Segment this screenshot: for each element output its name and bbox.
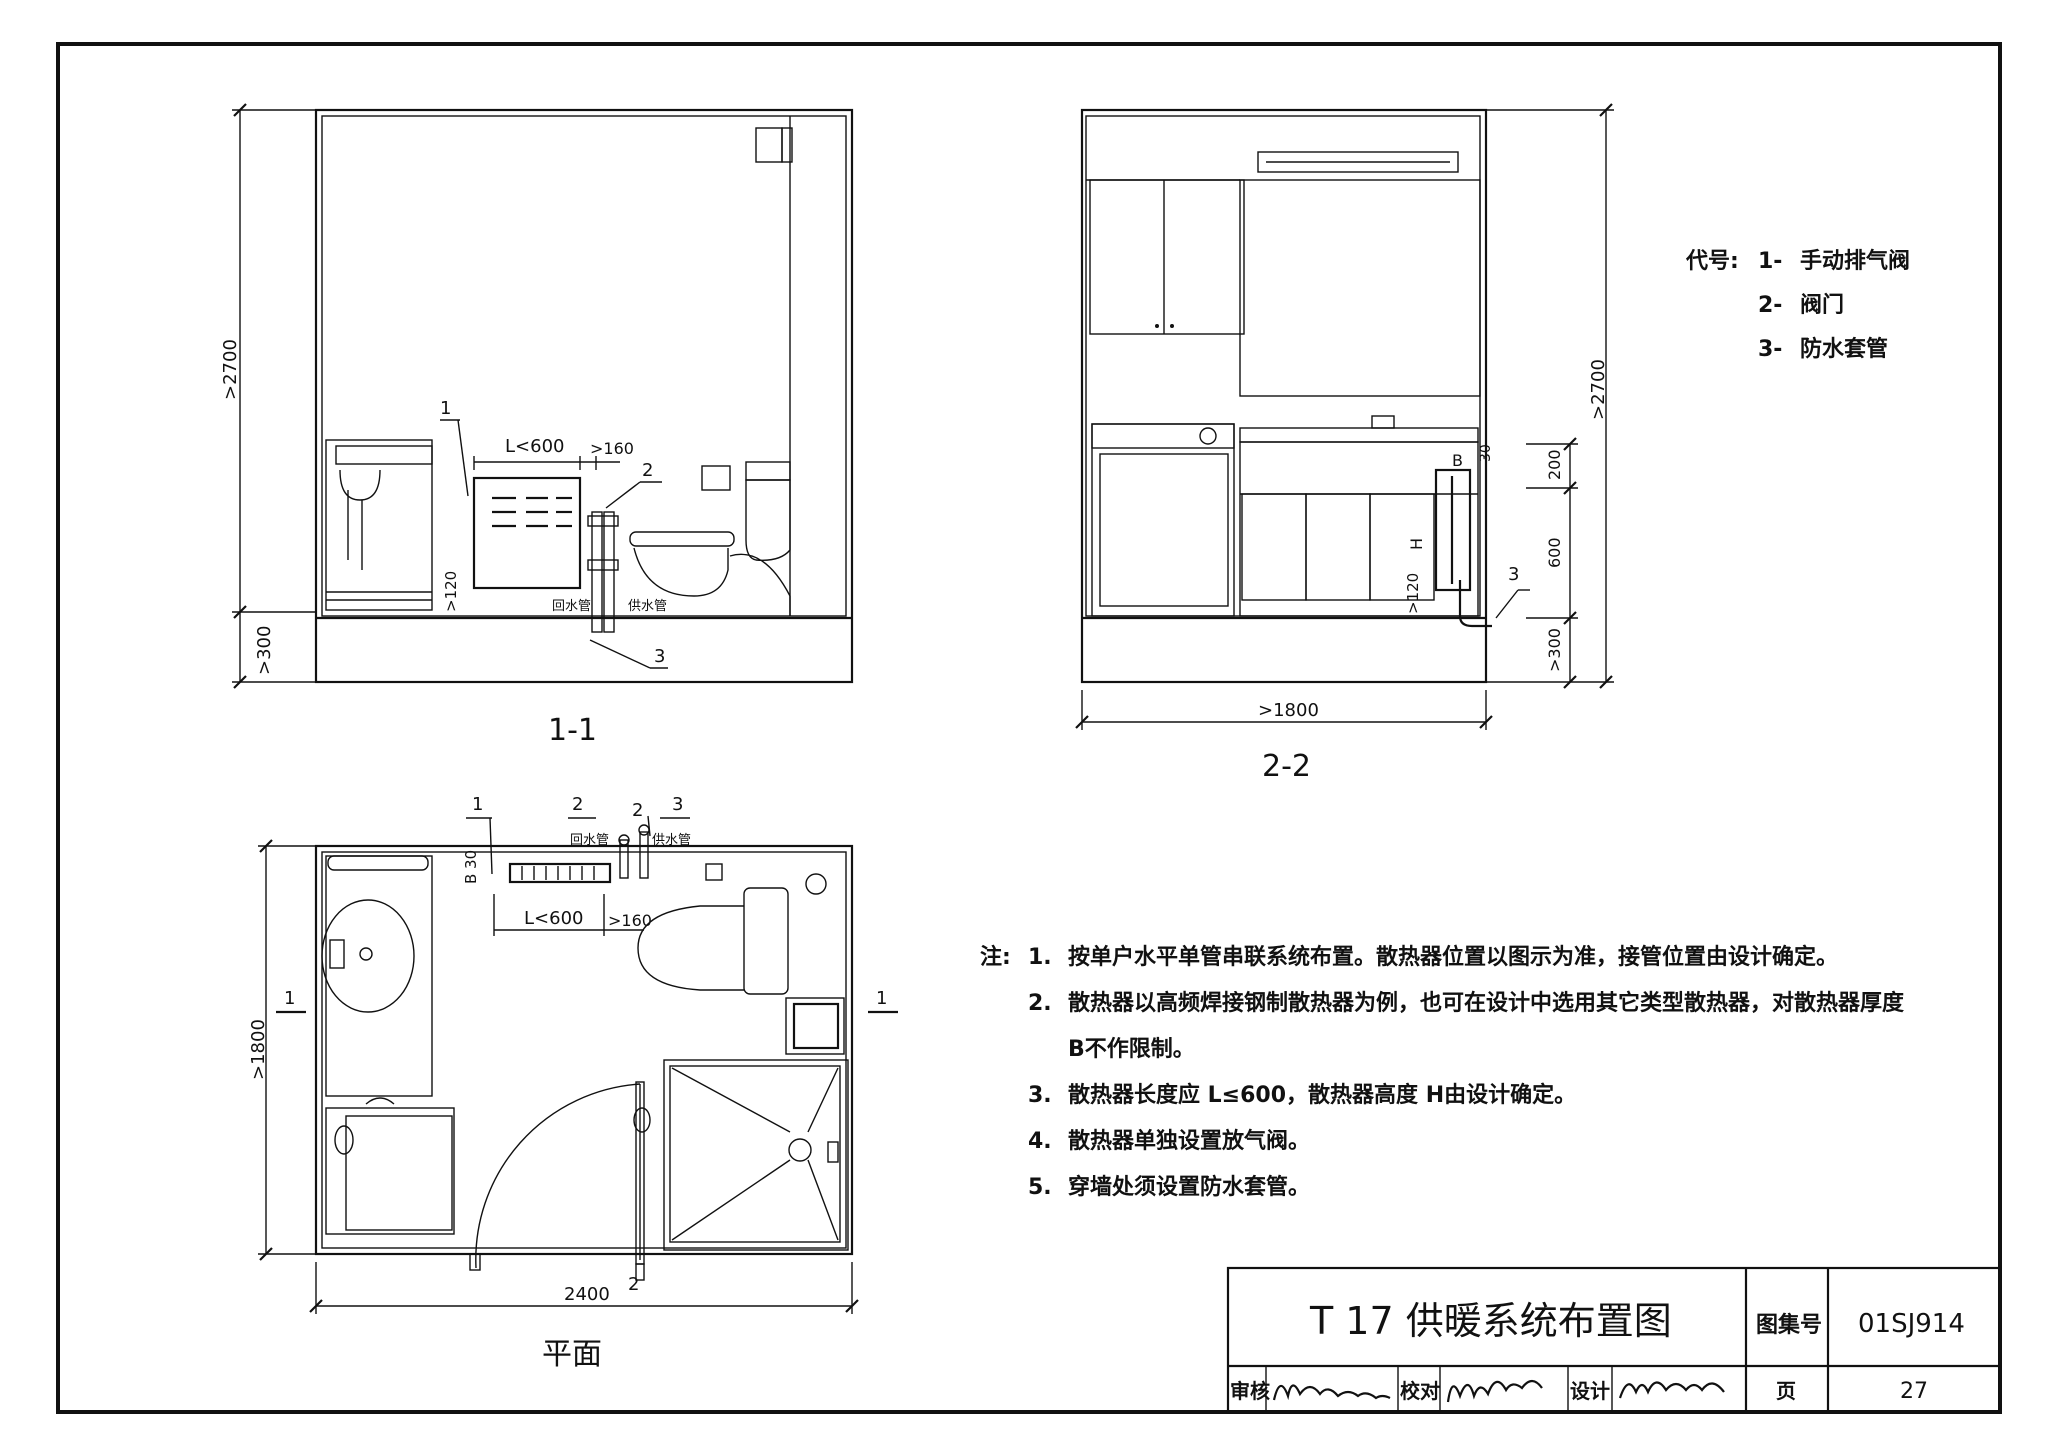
- section-1-1: >2700 >300 L<600 >160 3: [220, 103, 854, 748]
- legend-item-1-name: 手动排气阀: [1800, 248, 1910, 274]
- tag1-1-1: 1: [440, 398, 451, 419]
- pipe-return-1-1: 回水管: [552, 599, 591, 614]
- legend-item-3-name: 防水套管: [1800, 336, 1888, 362]
- legend-item-1-num: 1-: [1758, 249, 1782, 274]
- legend-heading: 代号:: [1685, 249, 1739, 274]
- tag2b-plan: 2: [632, 800, 643, 821]
- notes: 注: 1. 按单户水平单管串联系统布置。散热器位置以图示为准，接管位置由设计确定…: [980, 944, 1905, 1200]
- dim-height-1-1: >2700: [220, 339, 241, 400]
- note-2-cont: B不作限制。: [1068, 1037, 1195, 1062]
- page-number: 27: [1900, 1379, 1928, 1404]
- label-30-2-2: 30: [1478, 444, 1494, 462]
- pipe-supply-1-1: 供水管: [628, 599, 667, 614]
- pipe-supply-plan: 供水管: [652, 833, 691, 848]
- dim-120-2-2: >120: [1404, 573, 1422, 614]
- legend-item-3-num: 3-: [1758, 337, 1782, 362]
- radiator-2-2: [1434, 468, 1472, 592]
- tag2c-plan: 2: [628, 1274, 639, 1295]
- legend-item-2-name: 阀门: [1800, 292, 1844, 318]
- dim-len-1-1: L<600: [505, 436, 564, 457]
- title-block: T 17 供暖系统布置图 图集号 01SJ914 审核 校对 设计 页 27: [1226, 1266, 2002, 1414]
- section-1-1-outline: [314, 108, 854, 684]
- note-1-text: 按单户水平单管串联系统布置。散热器位置以图示为准，接管位置由设计确定。: [1068, 944, 1838, 970]
- tag2-1-1: 2: [642, 460, 653, 481]
- section-2-2-outline: [1080, 108, 1488, 684]
- note-5-text: 穿墙处须设置防水套管。: [1068, 1174, 1310, 1200]
- cut-left: 1: [284, 988, 295, 1009]
- section-2-2: 3 B 30 H >120 >2700 200 600 >300 >1800 2…: [1075, 103, 1614, 784]
- label-b-2-2: B: [1452, 451, 1463, 470]
- dim-600-2-2: 600: [1545, 537, 1564, 568]
- tag3-2-2: 3: [1508, 564, 1519, 585]
- check-label: 校对: [1400, 1379, 1440, 1403]
- tag3-plan: 3: [672, 794, 683, 815]
- dim-low-1-1: >120: [442, 571, 460, 612]
- plan-view: L<600 >160 B 30 回水管 供水管 1 2 2 3: [248, 794, 898, 1372]
- plan-title: 平面: [542, 1337, 602, 1372]
- dim-height-2-2: >2700: [1588, 359, 1609, 420]
- note-5-num: 5.: [1028, 1175, 1052, 1200]
- drawing-title: T 17 供暖系统布置图: [1309, 1299, 1672, 1343]
- plan-outline: [314, 844, 854, 1256]
- dim-len-plan: L<600: [524, 908, 583, 929]
- note-3-num: 3.: [1028, 1083, 1052, 1108]
- review-signature: [1272, 1384, 1391, 1401]
- radiator-1-1: [472, 476, 582, 590]
- dim-depth-plan: >1800: [248, 1019, 269, 1080]
- design-signature: [1618, 1381, 1725, 1399]
- note-4-text: 散热器单独设置放气阀。: [1068, 1128, 1310, 1154]
- dim-300-2-2: >300: [1545, 628, 1564, 672]
- radiator-plan: [508, 862, 612, 884]
- atlas-label: 图集号: [1756, 1312, 1822, 1338]
- dim-gap-plan: >160: [608, 911, 652, 930]
- legend: 代号: 1- 手动排气阀 2- 阀门 3- 防水套管: [1685, 248, 1910, 362]
- notes-heading: 注:: [980, 944, 1011, 970]
- atlas-number: 01SJ914: [1858, 1309, 1965, 1339]
- review-label: 审核: [1230, 1379, 1270, 1403]
- section-2-2-title: 2-2: [1262, 749, 1311, 784]
- section-1-1-title: 1-1: [548, 713, 597, 748]
- tag1-plan: 1: [472, 794, 483, 815]
- cut-right: 1: [876, 988, 887, 1009]
- note-2-num: 2.: [1028, 991, 1052, 1016]
- legend-item-2-num: 2-: [1758, 293, 1782, 318]
- dim-width-plan: 2400: [564, 1284, 610, 1305]
- note-2-text: 散热器以高频焊接钢制散热器为例，也可在设计中选用其它类型散热器，对散热器厚度: [1068, 990, 1905, 1016]
- page-label: 页: [1776, 1379, 1796, 1403]
- note-4-num: 4.: [1028, 1129, 1052, 1154]
- tag3-1-1: 3: [654, 646, 665, 667]
- dim-b30-plan: B 30: [462, 850, 480, 884]
- dim-gap-1-1: >160: [590, 439, 634, 458]
- dim-width-2-2: >1800: [1258, 700, 1319, 721]
- tag2a-plan: 2: [572, 794, 583, 815]
- dim-floor-1-1: >300: [254, 626, 275, 675]
- sheet-border: [56, 42, 2002, 1414]
- note-1-num: 1.: [1028, 945, 1052, 970]
- check-signature: [1446, 1379, 1543, 1403]
- dim-200-2-2: 200: [1545, 449, 1564, 480]
- pipe-return-plan: 回水管: [570, 833, 609, 848]
- label-h-2-2: H: [1407, 538, 1426, 550]
- design-label: 设计: [1570, 1379, 1610, 1403]
- note-3-text: 散热器长度应 L≤600，散热器高度 H由设计确定。: [1068, 1082, 1576, 1108]
